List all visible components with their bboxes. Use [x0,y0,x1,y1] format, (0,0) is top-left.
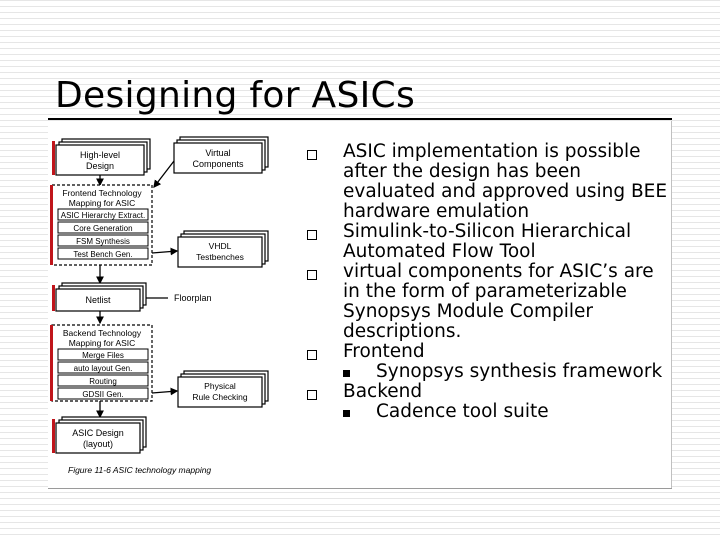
backend-mapping-group: Backend Technology Mapping for ASIC Merg… [50,324,153,402]
hollow-square-bullet-icon [307,230,317,240]
asic-flow-diagram: High-level Design Virtual Components Fro… [50,136,269,475]
hollow-square-bullet-icon [307,150,317,160]
physical-rule-checking-box: Physical Rule Checking [177,370,269,408]
frontend-mapping-group: Frontend Technology Mapping for ASIC ASI… [50,184,153,266]
physical-label: Physical [204,381,236,391]
layout-label: (layout) [83,439,113,449]
red-accent [52,285,55,311]
arrow-to-physical [151,387,179,396]
bullet-item: Frontend Synopsys synthesis framework [307,342,672,382]
netlist-label: Netlist [85,295,111,305]
backend-mapping-label: Mapping for ASIC [69,338,136,348]
vhdl-testbenches-box: VHDL Testbenches [177,230,269,268]
bullet-text: virtual components for ASIC’s are in the… [343,261,654,342]
virtual-components-box: Virtual Components [173,136,269,174]
filled-square-bullet-icon [343,410,350,417]
asic-flow-figure: High-level Design Virtual Components Fro… [50,133,290,479]
rule-checking-label: Rule Checking [192,392,248,402]
asic-design-label: ASIC Design [72,428,124,438]
fsm-synthesis-label: FSM Synthesis [76,237,130,246]
content-bottom-border [48,488,672,489]
title-underline [48,118,672,120]
vhdl-label: VHDL [209,241,232,251]
bullet-text: Backend [343,381,423,402]
floorplan-label: Floorplan [174,293,212,303]
frontend-mapping-label: Mapping for ASIC [69,198,136,208]
high-level-design-box: High-level Design [52,138,151,176]
sub-bullet-text: Cadence tool suite [376,401,549,422]
asic-design-layout-box: ASIC Design (layout) [52,416,147,454]
high-level-label: High-level [80,150,120,160]
filled-square-bullet-icon [343,370,350,377]
routing-label: Routing [89,377,117,386]
backend-tech-label: Backend Technology [63,328,142,338]
bullet-text: Simulink-to-Silicon Hierarchical Automat… [343,221,632,262]
auto-layout-label: auto layout Gen. [74,364,133,373]
bullet-item: ASIC implementation is possible after th… [307,142,672,222]
hierarchy-extract-label: ASIC Hierarchy Extract. [61,211,145,220]
bullet-text: Frontend [343,341,425,362]
bullet-item: Simulink-to-Silicon Hierarchical Automat… [307,222,672,262]
content-area [48,121,672,488]
arrow-to-vhdl [151,247,179,256]
hollow-square-bullet-icon [307,390,317,400]
bullet-list: ASIC implementation is possible after th… [307,142,672,422]
sub-bullet-list: Synopsys synthesis framework [343,362,672,382]
sub-bullet-item: Cadence tool suite [343,402,672,422]
virtual-label: Virtual [205,148,230,158]
sub-bullet-text: Synopsys synthesis framework [376,361,663,382]
content-right-border [671,121,672,488]
bullet-item: Backend Cadence tool suite [307,382,672,422]
red-accent [52,141,55,175]
hollow-square-bullet-icon [307,270,317,280]
components-label: Components [192,159,244,169]
core-generation-label: Core Generation [73,224,132,233]
red-accent [52,419,55,453]
bullet-item: virtual components for ASIC’s are in the… [307,262,672,342]
design-label: Design [86,161,114,171]
red-accent [50,185,53,265]
gdsii-gen-label: GDSII Gen. [82,390,123,399]
sub-bullet-item: Synopsys synthesis framework [343,362,672,382]
test-bench-label: Test Bench Gen. [73,250,132,259]
arrow-virtual-to-frontend [153,160,175,189]
netlist-box: Netlist [52,282,147,312]
merge-files-label: Merge Files [82,351,124,360]
sub-bullet-list: Cadence tool suite [343,402,672,422]
testbenches-label: Testbenches [196,252,244,262]
slide-title: Designing for ASICs [55,75,416,116]
red-accent [50,325,53,401]
hollow-square-bullet-icon [307,350,317,360]
figure-caption: Figure 11-6 ASIC technology mapping [68,465,211,475]
frontend-tech-label: Frontend Technology [62,188,142,198]
bullet-text: ASIC implementation is possible after th… [343,141,668,222]
